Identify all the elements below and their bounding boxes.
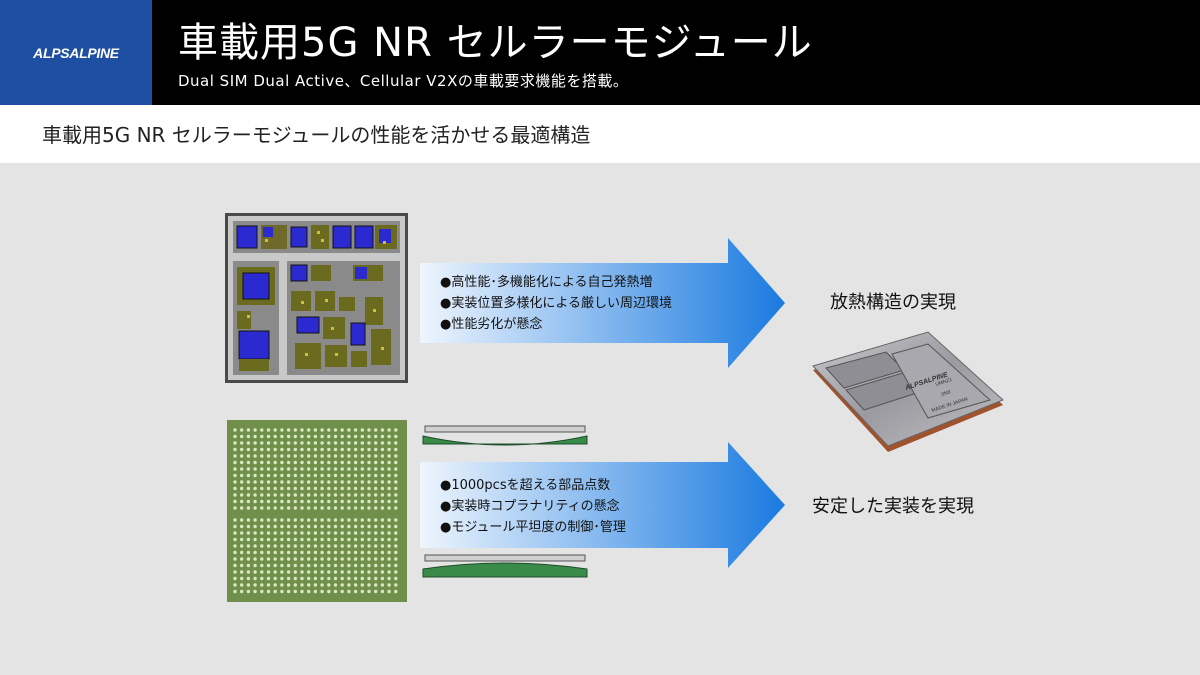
list-item: ●1000pcsを超える部品点数 <box>440 478 611 493</box>
list-item: ●モジュール平坦度の制御･管理 <box>440 520 626 535</box>
section-header: 車載用5G NR セルラーモジュールの性能を活かせる最適構造 <box>0 105 1200 163</box>
warp-concave-illustration <box>422 425 588 446</box>
arrow-top <box>420 238 785 368</box>
arrow-bottom <box>420 442 785 568</box>
issue-list-top: ●高性能･多機能化による自己発熱増 ●実装位置多様化による厳しい周辺環境 ●性能… <box>440 272 672 335</box>
brand-logo: ALPSALPINE <box>0 0 152 105</box>
logo-text: ALPSALPINE <box>33 44 119 61</box>
result-stable-mounting: 安定した実装を実現 <box>812 496 974 517</box>
page-title: 車載用5G NR セルラーモジュール <box>178 20 813 66</box>
section-title: 車載用5G NR セルラーモジュールの性能を活かせる最適構造 <box>42 123 591 147</box>
list-item: ●高性能･多機能化による自己発熱増 <box>440 275 653 290</box>
module-bottom-view-image <box>227 420 407 602</box>
page-subtitle: Dual SIM Dual Active、Cellular V2Xの車載要求機能… <box>178 72 629 90</box>
list-item: ●実装時コプラナリティの懸念 <box>440 499 620 514</box>
module-model-text: UMNZ1 <box>935 377 953 388</box>
header-bar: ALPSALPINE 車載用5G NR セルラーモジュール Dual SIM D… <box>0 0 1200 105</box>
result-heat-dissipation: 放熱構造の実現 <box>830 292 956 313</box>
list-item: ●性能劣化が懸念 <box>440 317 543 332</box>
finished-module-image: ALPSALPINE UMNZ1 0N8 MADE IN JAPAN <box>812 331 1004 452</box>
issue-list-bottom: ●1000pcsを超える部品点数 ●実装時コプラナリティの懸念 ●モジュール平坦… <box>440 475 626 538</box>
module-top-view-image <box>225 213 408 383</box>
list-item: ●実装位置多様化による厳しい周辺環境 <box>440 296 672 311</box>
warp-convex-illustration <box>422 554 588 578</box>
module-code-text: 0N8 <box>941 389 952 398</box>
